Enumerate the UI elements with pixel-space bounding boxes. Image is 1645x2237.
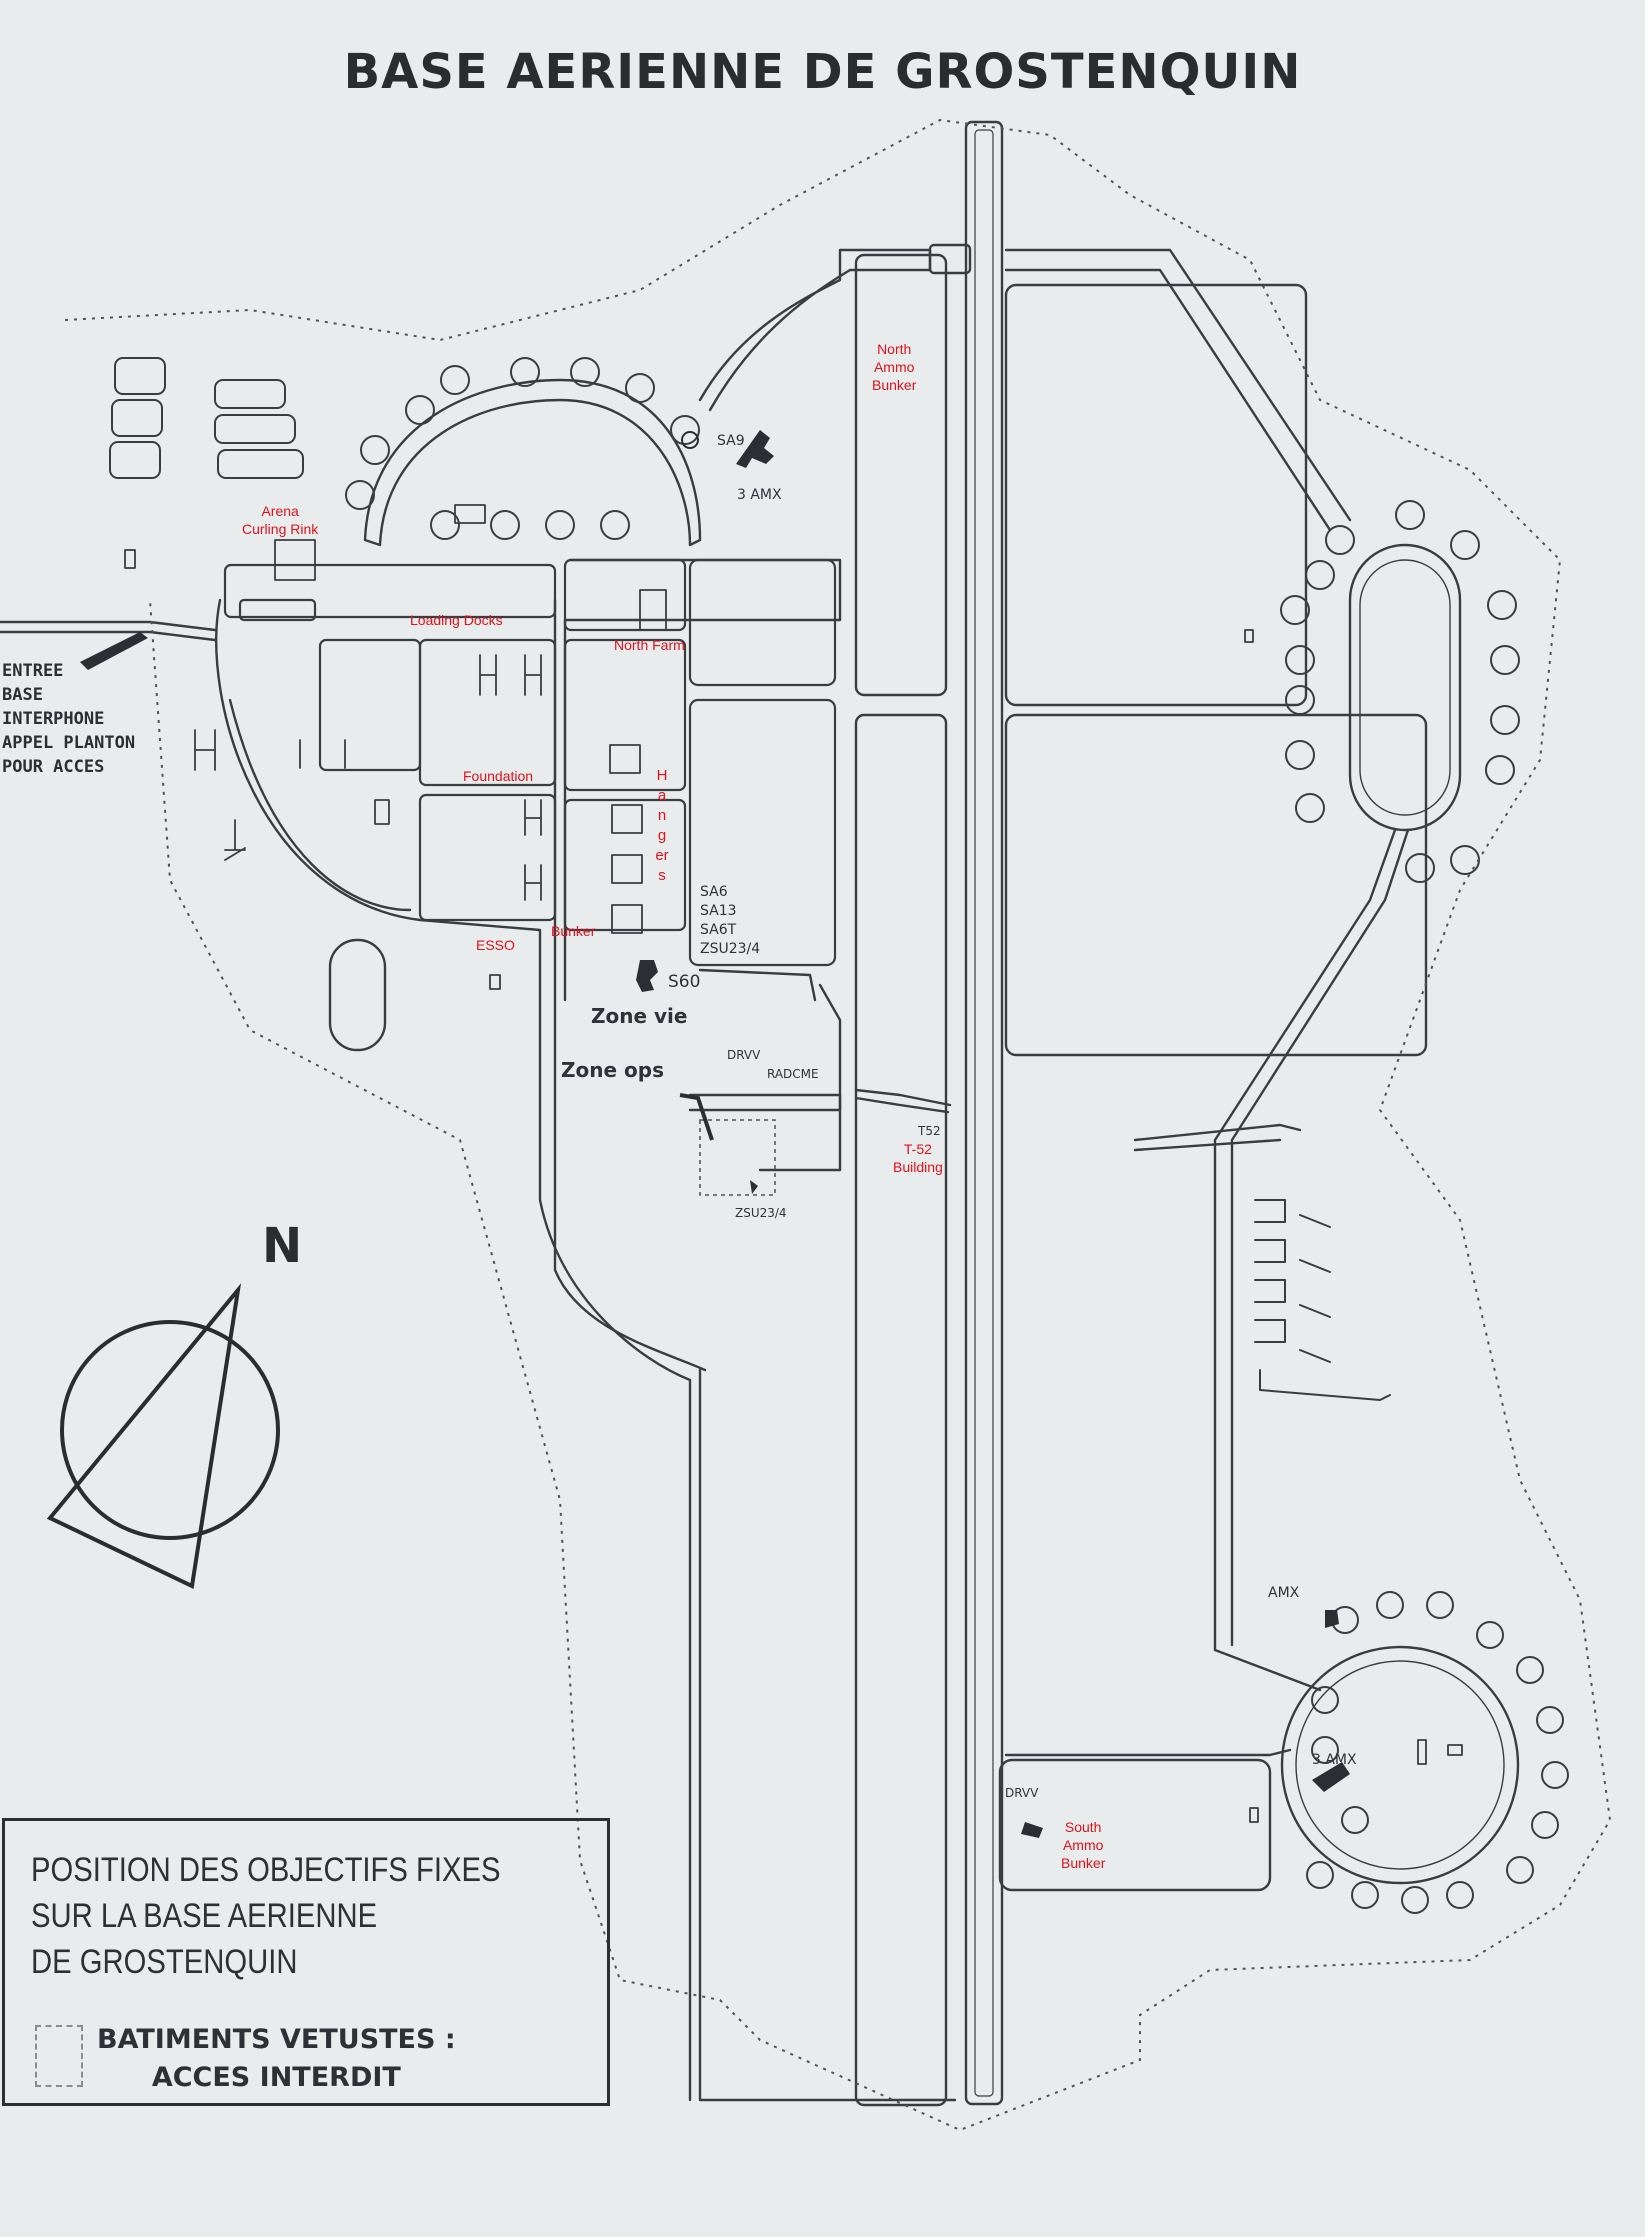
- taxiway-east-lower: [1004, 713, 1428, 1057]
- label-zone-ops: Zone ops: [561, 1058, 664, 1082]
- label-drvv-south: DRVV: [1005, 1786, 1039, 1800]
- t52-link: [854, 1088, 952, 1114]
- legend-swatch-icon: [35, 2025, 83, 2087]
- runway-shoulder: [974, 129, 994, 2097]
- ne-dispersal-loop: [1348, 543, 1462, 832]
- taxiway-west: [854, 713, 948, 2107]
- west-dispersal-pads: [345, 357, 700, 540]
- label-north-farm: North Farm: [614, 637, 685, 653]
- zone-ops-pointer: [679, 1093, 714, 1141]
- athletic-track: [328, 938, 387, 1052]
- base-perimeter: [64, 118, 1612, 2132]
- entry-road: [0, 620, 217, 642]
- east-shelters: [1254, 1199, 1391, 1401]
- label-bunker: Bunker: [551, 923, 596, 939]
- north-indicator: N: [262, 1218, 303, 1274]
- west-road-lower: [698, 1368, 957, 2102]
- central-blocks: [223, 558, 837, 967]
- label-zsu-south: ZSU23/4: [735, 1206, 787, 1220]
- building-glyphs: [124, 504, 1463, 1823]
- east-taxi-stub: [1133, 1123, 1302, 1152]
- label-amx-east: AMX: [1268, 1585, 1300, 1601]
- south-dispersal-loop: [1280, 1645, 1520, 1885]
- north-link-box: [928, 243, 972, 275]
- nw-blocks: [109, 357, 304, 479]
- central-road: [553, 598, 707, 1372]
- label-drvv-center: DRVV: [727, 1048, 761, 1062]
- label-amx-north: 3 AMX: [737, 487, 782, 503]
- label-foundation: Foundation: [463, 768, 534, 784]
- south-dispersal-pads: [1306, 1591, 1569, 1914]
- label-esso: ESSO: [476, 937, 515, 953]
- label-loading-docks: Loading Docks: [410, 612, 503, 628]
- west-dispersal-arc: [363, 378, 702, 547]
- label-sa9: SA9: [717, 433, 745, 449]
- south-apron: [998, 1758, 1272, 1892]
- compass: [46, 1283, 280, 1589]
- weapon-markers: [80, 430, 1350, 1838]
- label-s60: S60: [668, 972, 701, 992]
- label-amx-south: 3 AMX: [1312, 1752, 1357, 1768]
- runway: [964, 120, 1004, 2106]
- west-main-loop: [215, 598, 692, 2102]
- label-radcme: RADCME: [767, 1067, 819, 1081]
- map-title: BASE AERIENNE DE GROSTENQUIN: [343, 44, 1302, 100]
- label-zone-vie: Zone vie: [591, 1004, 688, 1028]
- ne-dispersal-pads: [1280, 500, 1520, 883]
- label-t52: T52: [918, 1124, 941, 1138]
- taxiway-west-upper: [854, 253, 948, 697]
- legend-warning: BATIMENTS VETUSTES :ACCES INTERDIT: [97, 2024, 456, 2093]
- label-hangers: Hangers: [655, 767, 669, 884]
- zone-ops-boundary: [699, 1119, 776, 1196]
- taxiway-ne-link: [1004, 248, 1352, 532]
- taxiway-east: [1004, 283, 1308, 707]
